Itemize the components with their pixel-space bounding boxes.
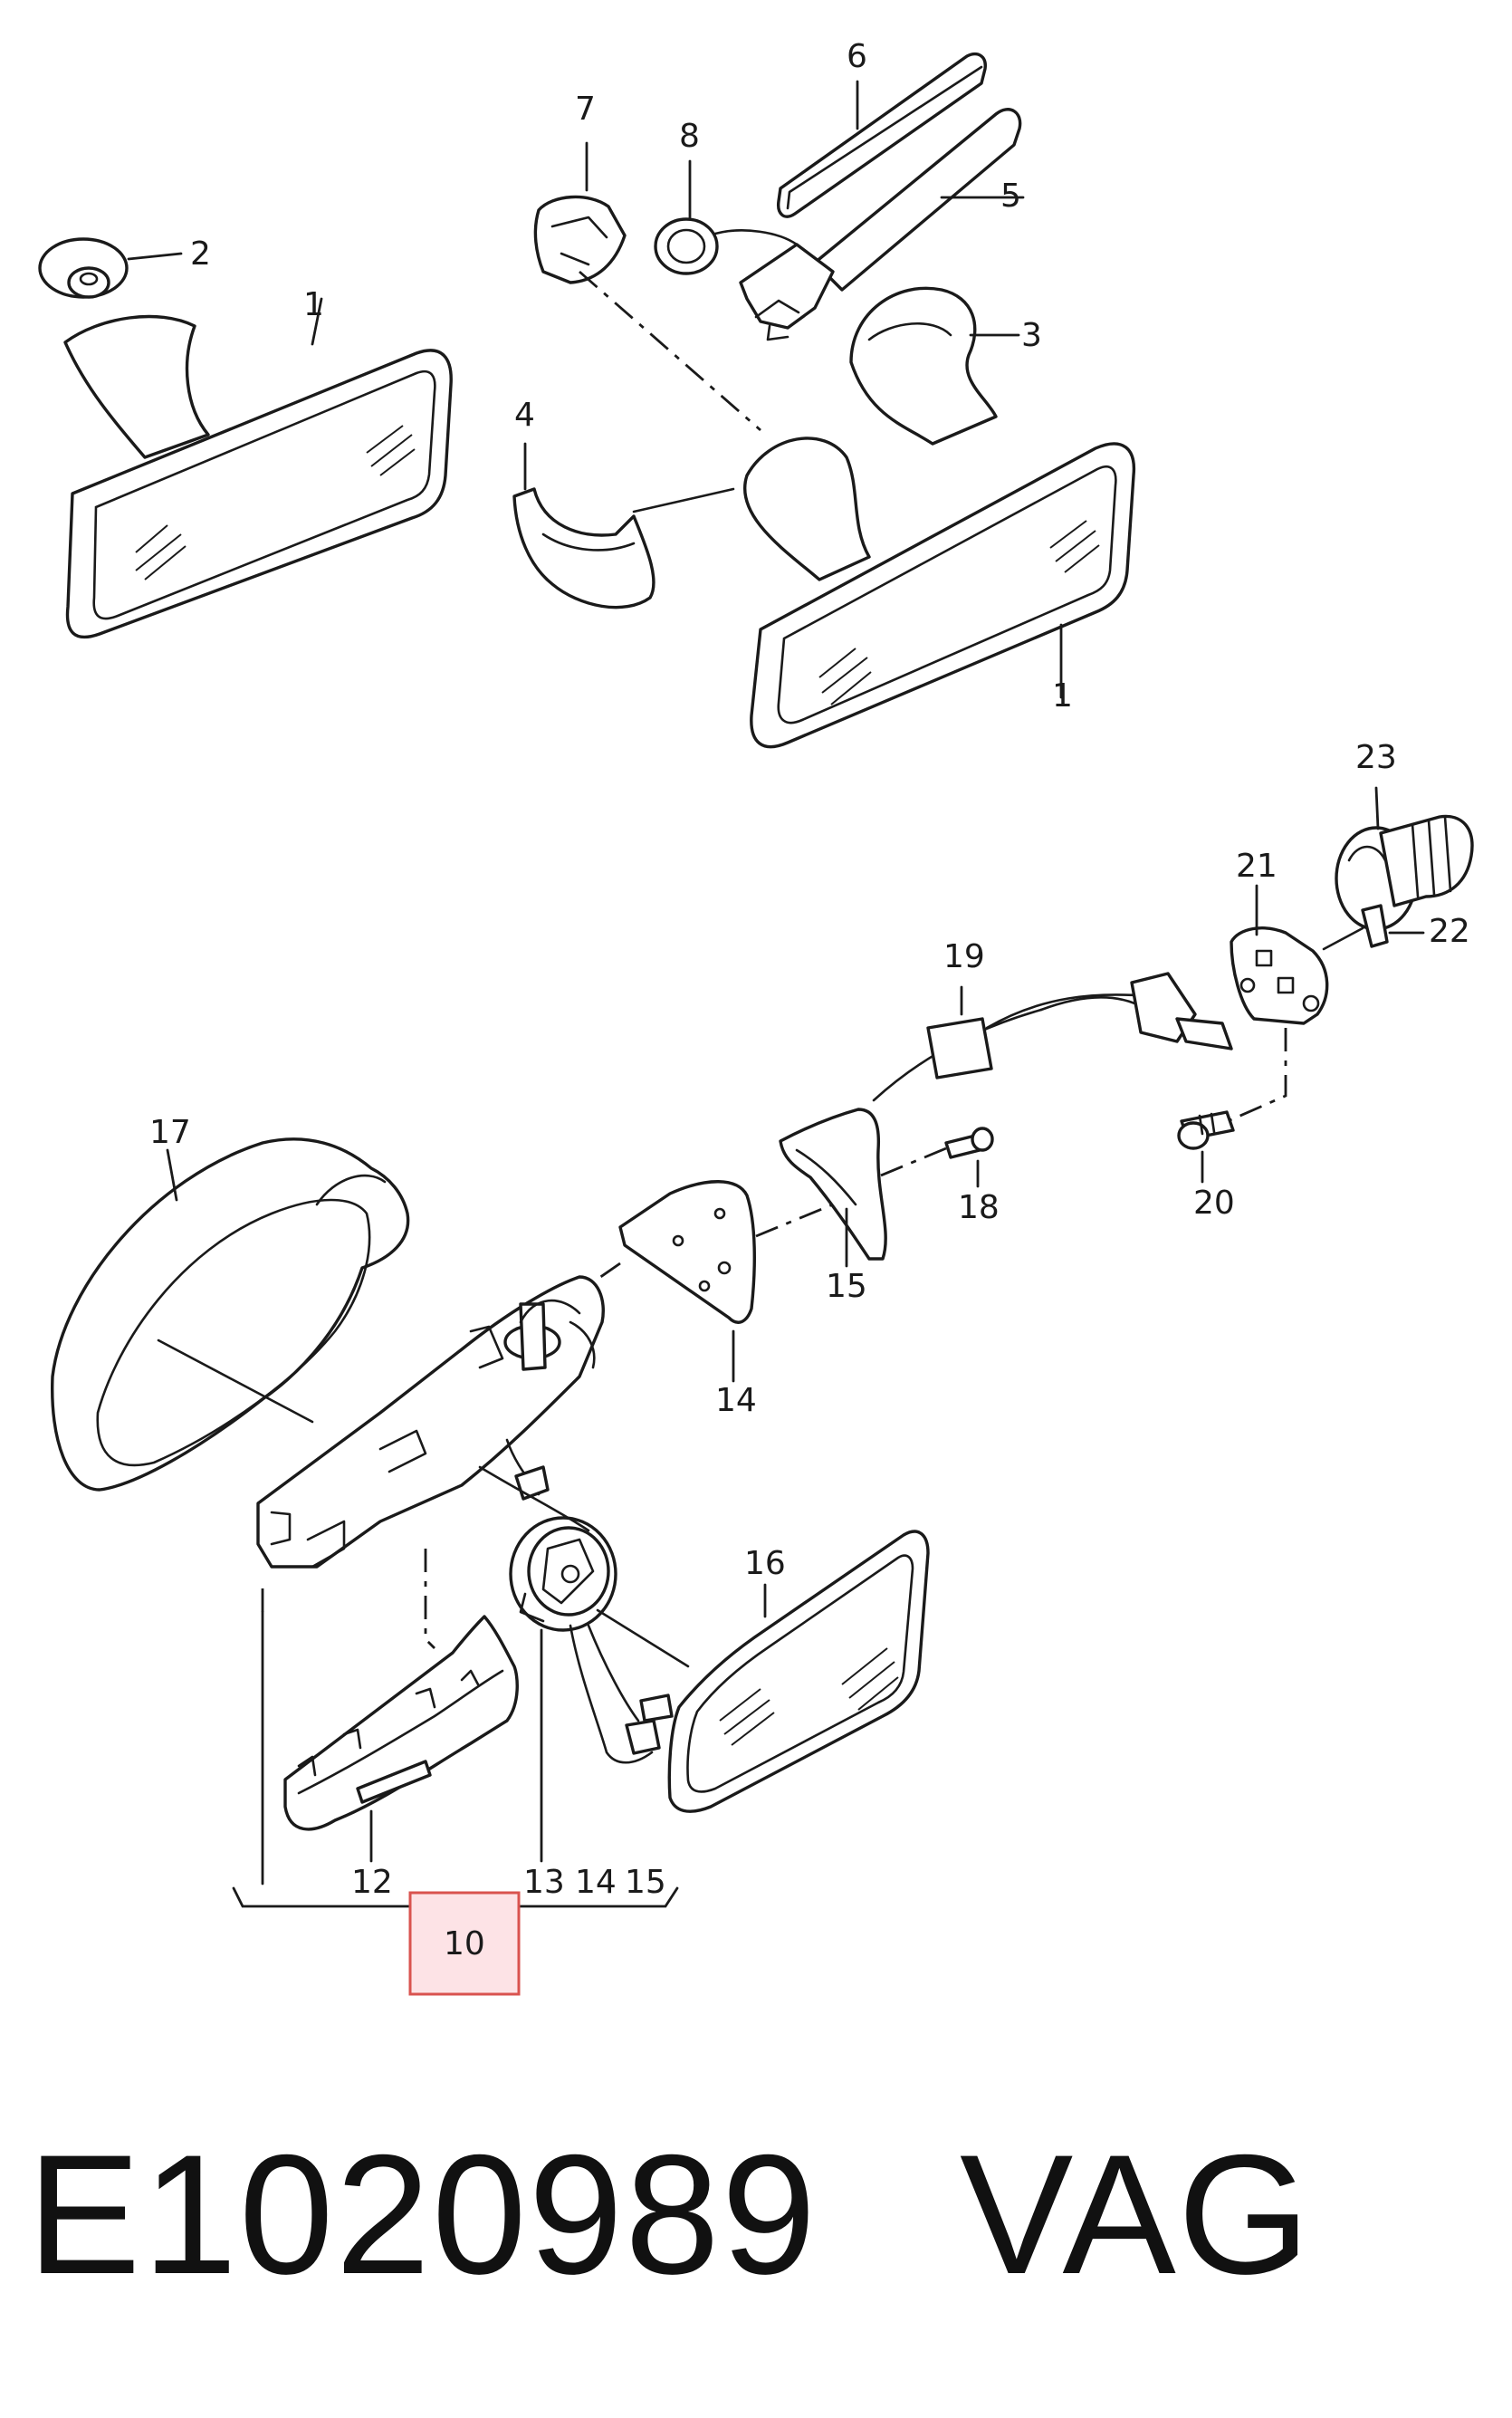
callout-4: 4 — [514, 397, 535, 434]
part-15-upper-cover — [779, 1108, 887, 1268]
part-16-mirror-glass — [667, 1530, 930, 1813]
assembly-line-bracket — [1212, 1028, 1287, 1129]
callout-1-left: 1 — [303, 286, 324, 323]
callout-23: 23 — [1355, 739, 1397, 776]
callout-16: 16 — [744, 1545, 786, 1582]
part-13-adjust-motor — [478, 1465, 690, 1863]
brand: VAG — [960, 2119, 1312, 2309]
callout-10: 10 — [444, 1925, 485, 1962]
part-18-screw — [832, 1127, 994, 1197]
right-mirror-stem — [632, 437, 871, 581]
part-8-sensor — [654, 159, 799, 275]
callout-19: 19 — [943, 938, 985, 975]
part-12-lower-cover — [283, 1615, 519, 1863]
callout-2: 2 — [190, 235, 211, 273]
part-number: E1020989 — [27, 2119, 818, 2309]
callout-14-upper: 14 — [715, 1382, 757, 1419]
part-3-stem-cover — [849, 286, 1020, 446]
part-23-bulb-holder — [1335, 786, 1474, 931]
callout-22: 22 — [1429, 913, 1470, 950]
assembly-line-frame — [261, 1549, 435, 1649]
callout-18: 18 — [958, 1189, 1000, 1226]
part-5-trim-with-connector — [739, 108, 1025, 341]
callout-14-lower: 14 — [575, 1864, 617, 1901]
mirror-base-frame — [256, 1275, 605, 1569]
part-4-trim-cover — [512, 442, 656, 609]
part-20-screw — [1177, 1110, 1235, 1184]
part-1-interior-mirror-left — [65, 297, 453, 639]
part-22-clip — [1361, 904, 1425, 948]
callout-7: 7 — [575, 91, 596, 128]
callout-12: 12 — [351, 1864, 393, 1901]
callout-3: 3 — [1021, 317, 1042, 354]
highlight-box-10 — [408, 1891, 521, 1996]
callout-8: 8 — [679, 118, 700, 155]
callout-15-lower: 15 — [625, 1864, 666, 1901]
callout-15-upper: 15 — [826, 1268, 867, 1305]
motor-connectors — [625, 1694, 674, 1755]
callout-13: 13 — [523, 1864, 565, 1901]
callout-6: 6 — [847, 38, 867, 75]
part-21-bracket — [1230, 884, 1364, 1025]
part-2-mount-cap — [38, 237, 183, 299]
assembly-line-upper — [579, 270, 761, 432]
callout-5: 5 — [1000, 178, 1021, 215]
part-1-interior-mirror-right — [750, 442, 1136, 749]
part-6-strip — [777, 52, 987, 218]
callout-1-right: 1 — [1052, 677, 1073, 715]
left-mirror-stem — [63, 314, 210, 459]
callout-21: 21 — [1236, 848, 1278, 885]
callout-17: 17 — [149, 1114, 191, 1151]
callout-20: 20 — [1193, 1185, 1235, 1222]
part-7-clip — [533, 141, 627, 284]
part-17-mirror-housing — [51, 1137, 410, 1492]
part-19-wiring-harness — [872, 972, 1233, 1102]
part-14-mounting-plate — [618, 1180, 756, 1383]
